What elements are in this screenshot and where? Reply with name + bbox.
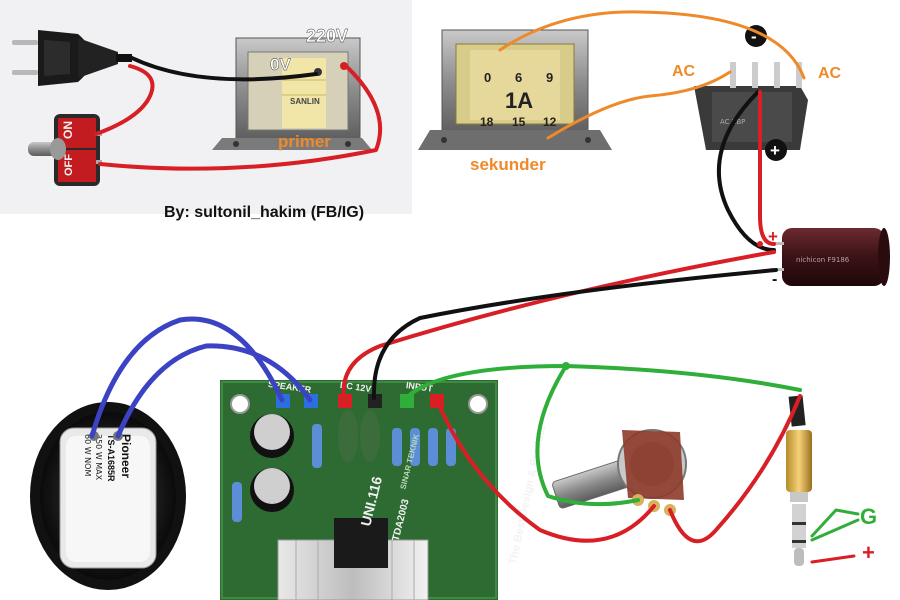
- speaker: Pioneer TS-A1685R 350 W MAX 60 W NOM: [30, 402, 186, 590]
- secondary-tap-12: 12: [543, 115, 557, 129]
- pad-input-ground: [400, 394, 414, 408]
- bridge-rectifier: AC KBP: [694, 62, 808, 150]
- filter-capacitor: nichicon F9186: [770, 228, 890, 286]
- switch-off-label: OFF: [63, 154, 75, 176]
- secondary-tap-0: 0: [484, 70, 491, 85]
- speaker-model: TS-A1685R: [106, 434, 116, 482]
- green-junction: [562, 362, 570, 370]
- switch-on-label: ON: [61, 121, 75, 139]
- primary-transformer: SANLIN: [212, 37, 372, 150]
- speaker-power-nom: 60 W NOM: [83, 434, 92, 476]
- toggle-switch[interactable]: ON OFF: [28, 114, 102, 186]
- capacitor-minus-label: -: [772, 271, 777, 288]
- author-credit: By: sultonil_hakim (FB/IG): [164, 204, 364, 221]
- tap-220v-label: 220V: [306, 26, 348, 46]
- bridge-plus-label: +: [770, 141, 780, 160]
- capacitor-plus-label: +: [768, 227, 778, 246]
- pcb-dc-label: DC 12V: [339, 380, 372, 394]
- secondary-label: sekunder: [470, 155, 546, 174]
- svg-text:nichicon F9186: nichicon F9186: [796, 256, 850, 264]
- speaker-brand: Pioneer: [119, 434, 133, 478]
- bridge-plus-badge: [765, 139, 787, 161]
- volume-potentiometer[interactable]: [552, 429, 687, 516]
- wires: [89, 10, 860, 564]
- secondary-tap-15: 15: [512, 115, 526, 129]
- bridge-ac-right-label: AC: [818, 65, 842, 82]
- amplifier-pcb: [220, 380, 498, 600]
- secondary-rating: 1A: [505, 88, 533, 113]
- pad-dc-minus: [368, 394, 382, 408]
- secondary-transformer: [418, 29, 612, 150]
- pad-dc-plus: [338, 394, 352, 408]
- audio-jack: [786, 395, 812, 566]
- jack-plus-label: +: [862, 540, 875, 565]
- secondary-tap-9: 9: [546, 70, 553, 85]
- speaker-power-max: 350 W MAX: [94, 434, 103, 481]
- primary-brand: SANLIN: [290, 97, 320, 106]
- red-junction: [757, 241, 763, 247]
- power-plug: [12, 30, 132, 86]
- secondary-tap-18: 18: [480, 115, 494, 129]
- tap-0v-label: 0V: [270, 55, 291, 74]
- bridge-minus-label: -: [751, 27, 757, 46]
- jack-ground-label: G: [860, 504, 877, 529]
- pcb-slogan: The Best Design & Product: [507, 424, 548, 566]
- bridge-ac-left-label: AC: [672, 63, 696, 80]
- secondary-tap-6: 6: [515, 70, 522, 85]
- primary-label: primer: [278, 132, 331, 151]
